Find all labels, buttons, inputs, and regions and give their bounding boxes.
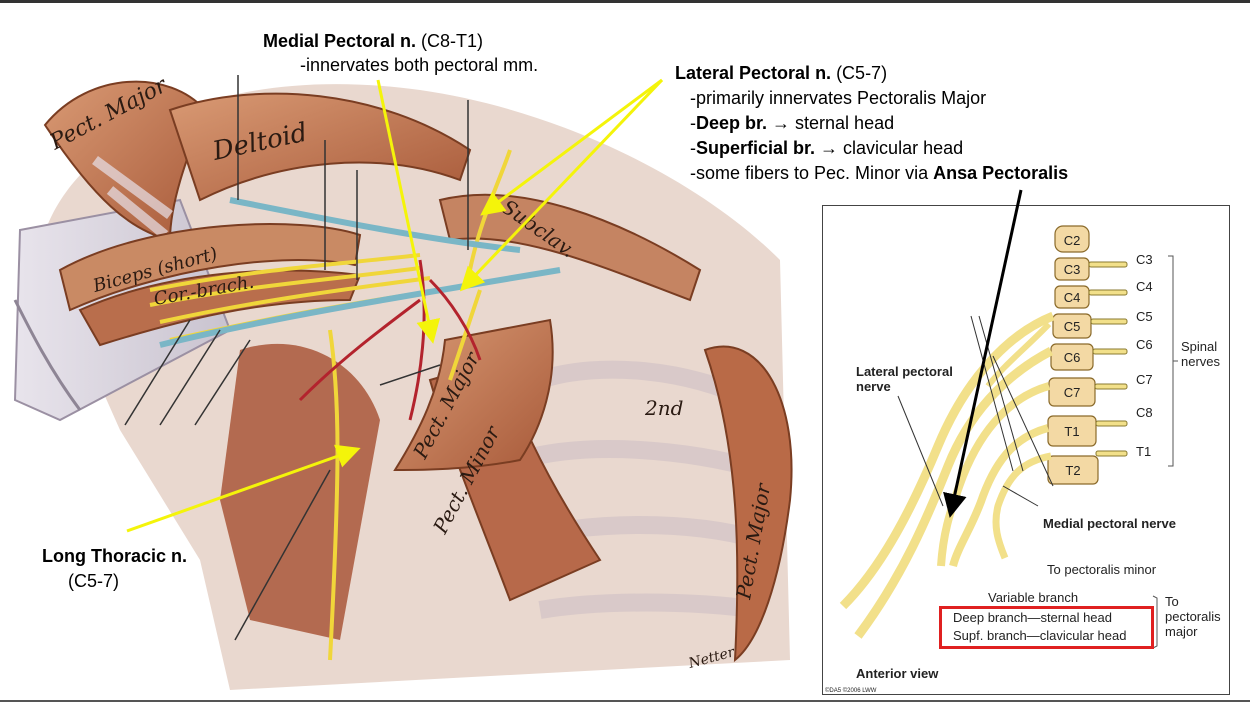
long-thoracic-roots: (C5-7) [68,571,120,591]
nerve-label-c8: C8 [1136,405,1153,420]
ansa-pre: -some fibers to Pec. Minor via [690,163,934,183]
biceps-short [58,223,362,312]
nerve-label-c4: C4 [1136,279,1153,294]
vertebra-c6 [1050,343,1094,371]
nerve-label-c3: C3 [1136,252,1153,267]
medial-pectoral-nerve: Medial pectoral nerve [1043,516,1176,531]
inset-diagram: C2 C3 C4 C5 C6 C7 T1 T2 [822,205,1230,695]
highlight-box [939,606,1154,649]
nerve-label-c5: C5 [1136,309,1153,324]
vert-label-c2: C2 [1064,233,1081,248]
vertebra-c4 [1054,285,1090,309]
vert-label-c5: C5 [1064,319,1081,334]
spinal-nerves-2: nerves [1181,354,1221,369]
vert-label-c3: C3 [1064,262,1081,277]
lateral-pectoral-title: Lateral Pectoral n. [675,63,832,83]
lateral-pectoral-ansa: -some fibers to Pec. Minor via Ansa Pect… [690,162,1068,184]
nerve-label-c7: C7 [1136,372,1153,387]
vertebra-c2 [1054,225,1090,253]
superficial-branch-rest: → clavicular head [815,138,964,158]
vertebra-c5 [1052,313,1092,339]
medial-pectoral-label: Medial Pectoral n. (C8-T1) [263,30,483,52]
deep-branch: Deep branch—sternal head [953,610,1112,625]
to-pect-major-1: To [1165,594,1179,609]
lateral-pectoral-roots: (C5-7) [831,63,888,83]
superficial-branch-bold: Superficial br. [696,138,816,158]
lateral-pectoral-nerve-2: nerve [856,379,891,394]
top-border [0,0,1250,3]
medial-pectoral-roots: (C8-T1) [416,31,484,51]
pect-major-flap-top [43,80,207,242]
vert-label-c6: C6 [1064,350,1081,365]
pect-major-flap-middle [393,318,554,472]
variable-branch: Variable branch [988,590,1078,605]
lateral-pectoral-nerve-1: Lateral pectoral [856,364,953,379]
deep-branch-rest: → sternal head [767,113,895,133]
lateral-pectoral-deep: -Deep br. → sternal head [690,113,895,133]
medial-pectoral-desc: -innervates both pectoral mm. [300,55,539,75]
vert-label-c7: C7 [1064,385,1081,400]
anterior-view: Anterior view [856,666,939,681]
nerve-label-c6: C6 [1136,337,1153,352]
lateral-pectoral-label: Lateral Pectoral n. (C5-7) [675,62,887,84]
long-thoracic-title: Long Thoracic n. [42,546,188,566]
nerve-label-t1: T1 [1136,444,1151,459]
vert-label-t2: T2 [1065,463,1080,478]
to-pectoralis-minor: To pectoralis minor [1047,562,1157,577]
pect-major-flap-right [703,345,793,663]
copyright: ©DA5 ©2006 LWW [825,687,877,694]
medial-pectoral-title: Medial Pectoral n. [263,31,417,51]
label-2nd: 2nd [644,396,683,420]
lateral-pectoral-desc: -primarily innervates Pectoralis Major [690,88,987,108]
spinal-nerves-1: Spinal [1181,339,1217,354]
anatomical-illustration: Pect. Major Deltoid Biceps (short) Cor.-… [13,72,793,690]
long-thoracic-label: Long Thoracic n. [42,545,187,567]
deep-branch-bold: Deep br. [696,113,768,133]
lateral-pectoral-superficial: -Superficial br. → clavicular head [690,138,964,158]
vertebra-t2 [1047,455,1099,485]
vertebra-c3 [1054,257,1090,281]
vert-label-c4: C4 [1064,290,1081,305]
to-pect-major-3: major [1165,624,1198,639]
vertebra-c7 [1048,377,1096,407]
ansa-bold: Ansa Pectoralis [933,163,1069,183]
supf-branch: Supf. branch—clavicular head [953,628,1126,643]
vert-label-t1: T1 [1064,424,1079,439]
to-pect-major-2: pectoralis [1165,609,1221,624]
bottom-border [0,700,1250,702]
